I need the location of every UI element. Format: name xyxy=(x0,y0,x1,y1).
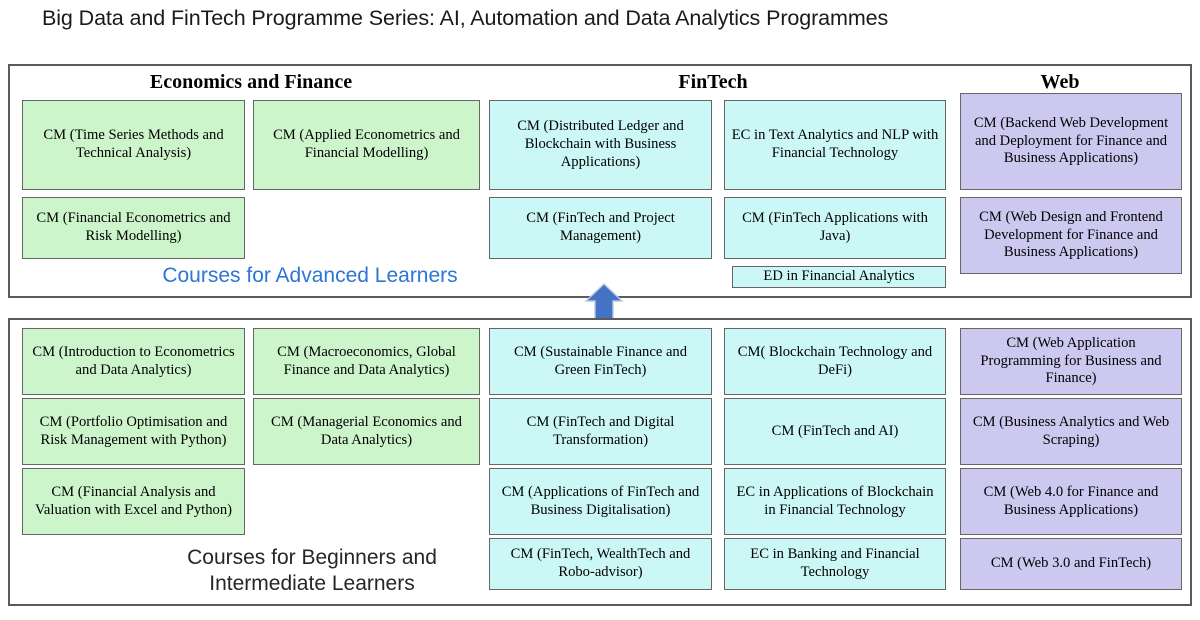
course-card[interactable]: CM (FinTech Applications with Java) xyxy=(724,197,946,259)
course-card[interactable]: CM (Web 4.0 for Finance and Business App… xyxy=(960,468,1182,535)
course-card[interactable]: EC in Banking and Financial Technology xyxy=(724,538,946,590)
course-card[interactable]: CM (Applied Econometrics and Financial M… xyxy=(253,100,480,190)
course-card[interactable]: CM (Macroeconomics, Global Finance and D… xyxy=(253,328,480,395)
course-card[interactable]: CM (FinTech and Digital Transformation) xyxy=(489,398,712,465)
course-card[interactable]: CM (FinTech and AI) xyxy=(724,398,946,465)
arrow-up-icon xyxy=(583,282,625,322)
course-card[interactable]: CM (Financial Econometrics and Risk Mode… xyxy=(22,197,245,259)
page-title: Big Data and FinTech Programme Series: A… xyxy=(42,6,889,30)
course-card[interactable]: EC in Text Analytics and NLP with Financ… xyxy=(724,100,946,190)
beginner-intermediate-panel: CM (Introduction to Econometrics and Dat… xyxy=(8,318,1192,606)
course-card[interactable]: CM (Web Design and Frontend Development … xyxy=(960,197,1182,274)
course-card[interactable]: CM (Business Analytics and Web Scraping) xyxy=(960,398,1182,465)
course-card[interactable]: CM (FinTech, WealthTech and Robo-advisor… xyxy=(489,538,712,590)
course-card[interactable]: CM (Distributed Ledger and Blockchain wi… xyxy=(489,100,712,190)
course-card[interactable]: CM (FinTech and Project Management) xyxy=(489,197,712,259)
course-card[interactable]: CM (Sustainable Finance and Green FinTec… xyxy=(489,328,712,395)
course-card[interactable]: CM (Introduction to Econometrics and Dat… xyxy=(22,328,245,395)
course-card[interactable]: CM (Web Application Programming for Busi… xyxy=(960,328,1182,395)
course-card[interactable]: CM (Managerial Economics and Data Analyt… xyxy=(253,398,480,465)
course-card[interactable]: CM (Financial Analysis and Valuation wit… xyxy=(22,468,245,535)
course-card[interactable]: EC in Applications of Blockchain in Fina… xyxy=(724,468,946,535)
course-card[interactable]: CM (Time Series Methods and Technical An… xyxy=(22,100,245,190)
column-header-fintech: FinTech xyxy=(678,71,748,93)
column-header-economics-and-finance: Economics and Finance xyxy=(149,71,353,93)
advanced-learners-caption: Courses for Advanced Learners xyxy=(162,264,458,287)
advanced-learners-panel: Economics and Finance FinTech Web CM (Ti… xyxy=(8,64,1192,298)
course-card[interactable]: CM (Web 3.0 and FinTech) xyxy=(960,538,1182,590)
course-card[interactable]: CM( Blockchain Technology and DeFi) xyxy=(724,328,946,395)
course-card[interactable]: ED in Financial Analytics xyxy=(732,266,946,288)
course-card[interactable]: CM (Portfolio Optimisation and Risk Mana… xyxy=(22,398,245,465)
column-header-web: Web xyxy=(1040,71,1080,93)
beginner-intermediate-caption: Courses for Beginners and Intermediate L… xyxy=(187,546,437,596)
course-card[interactable]: CM (Applications of FinTech and Business… xyxy=(489,468,712,535)
course-card[interactable]: CM (Backend Web Development and Deployme… xyxy=(960,93,1182,190)
